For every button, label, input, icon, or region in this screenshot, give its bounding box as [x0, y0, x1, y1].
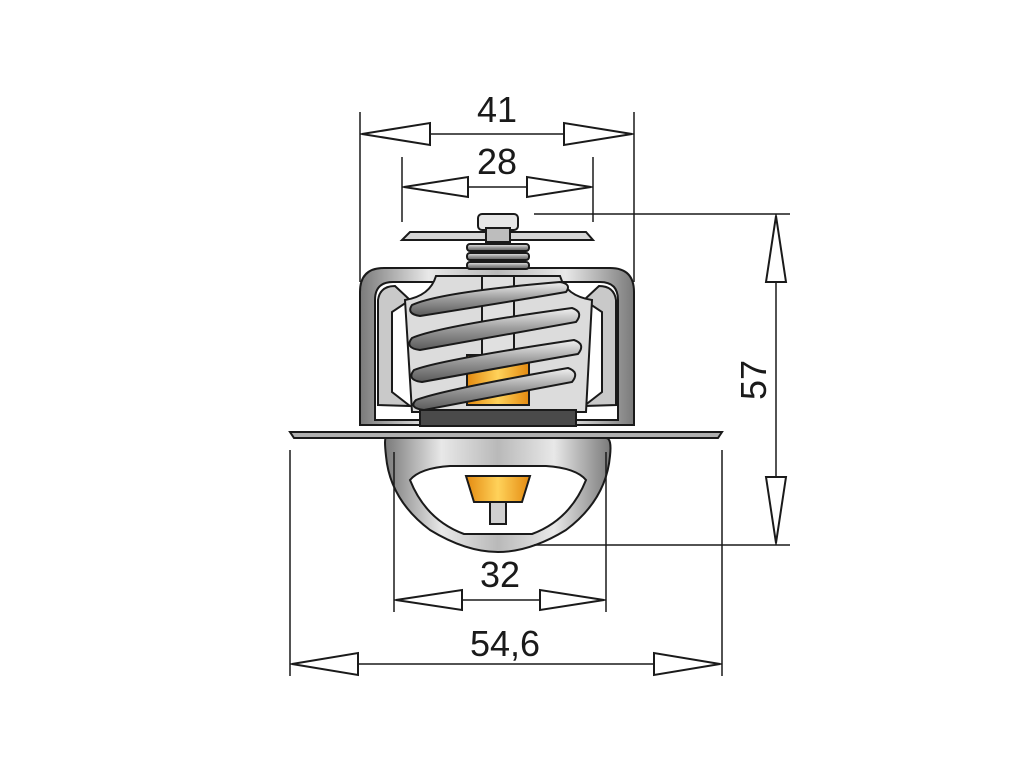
sensor-pin: [489, 501, 507, 525]
arrow-546-left: [291, 651, 359, 677]
arrow-57-top: [764, 215, 788, 283]
valve-stem: [485, 227, 511, 243]
housing-right-rib: [580, 284, 617, 408]
arrow-28-left: [403, 175, 469, 199]
upper-spring: [466, 243, 530, 270]
dimension-arrows: [291, 121, 788, 677]
arrow-57-bottom: [764, 476, 788, 544]
housing-left-rib: [377, 284, 414, 408]
main-coil-spring: [408, 280, 583, 412]
dim-label-28: 28: [477, 141, 517, 182]
dim-label-54-6: 54,6: [470, 623, 540, 664]
dim-label-41: 41: [477, 89, 517, 130]
spring-seat: [419, 409, 577, 427]
arrow-32-right: [539, 588, 605, 612]
thermostat-body: [288, 213, 724, 554]
arrow-546-right: [653, 651, 721, 677]
arrow-28-right: [526, 175, 592, 199]
sensor-cone: [464, 475, 532, 503]
arrow-41-left: [361, 121, 431, 147]
arrow-32-left: [395, 588, 463, 612]
arrow-41-right: [563, 121, 633, 147]
dim-label-57: 57: [733, 360, 774, 400]
flange: [288, 431, 724, 439]
dim-label-32: 32: [480, 554, 520, 595]
